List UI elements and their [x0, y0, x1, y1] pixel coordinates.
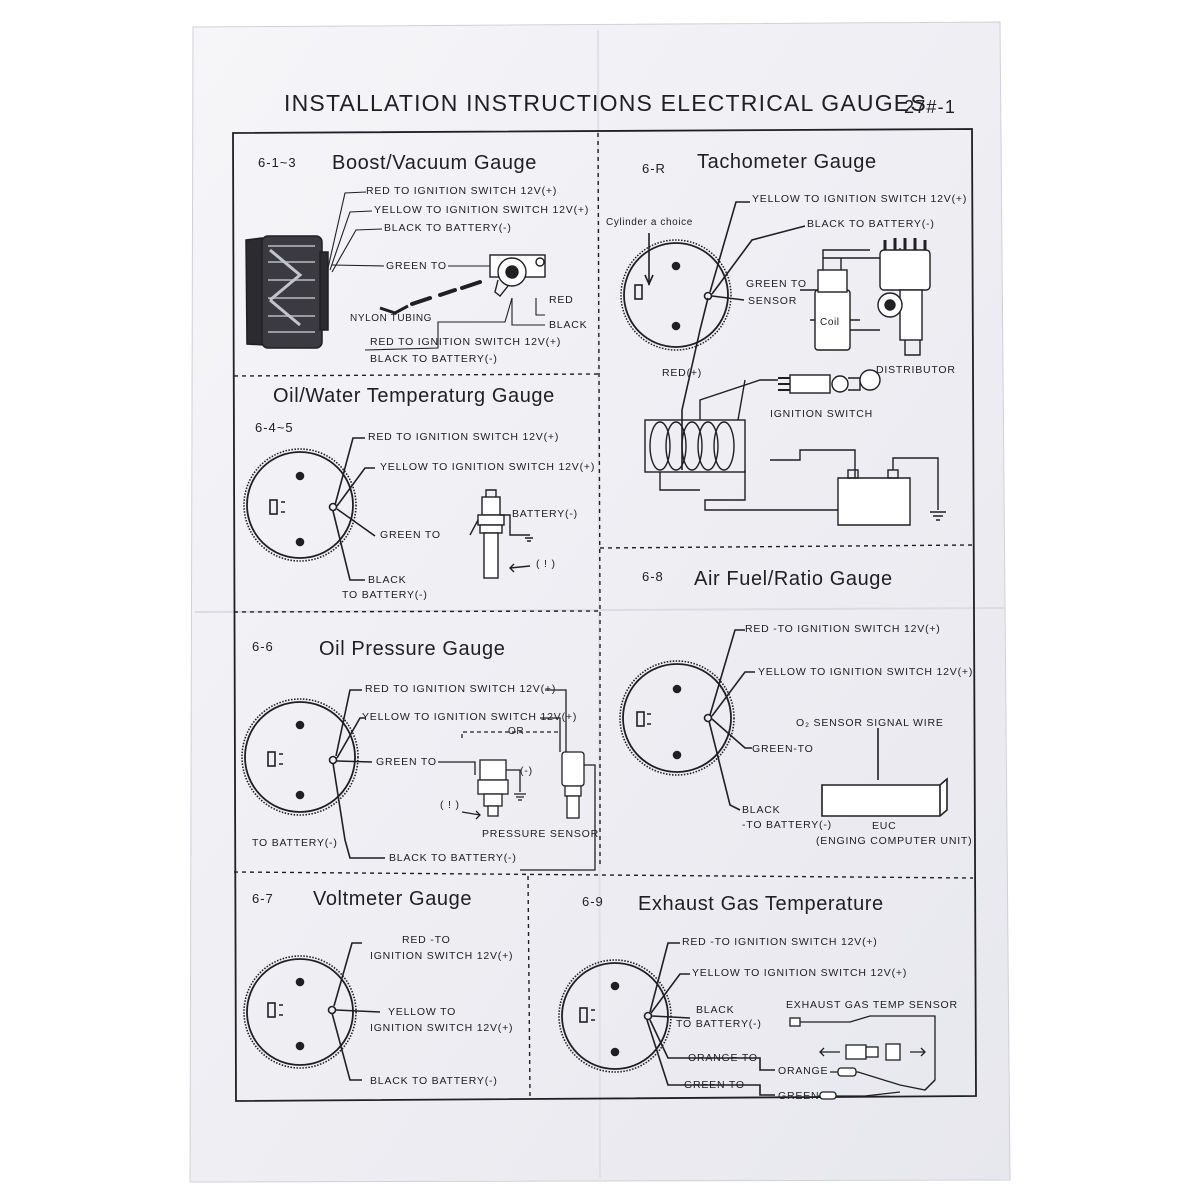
- ground-label: (-): [520, 765, 533, 777]
- wire-label-yellow: YELLOW TO IGNITION SWITCH 12V(+): [752, 193, 968, 205]
- to-battery-label: TO BATTERY(-): [252, 837, 338, 849]
- wire-label-black: BLACK TO BATTERY(-): [807, 218, 935, 230]
- oilwater-gauge-drawing: [243, 437, 376, 581]
- boost-gauge-drawing: [245, 235, 329, 349]
- wire-label-black: BLACK: [368, 574, 407, 586]
- wire-label-black-dest: TO BATTERY(-): [676, 1018, 762, 1030]
- egt-sensor-label: EXHAUST GAS TEMP SENSOR: [786, 999, 958, 1011]
- o2-sensor-label: O₂ SENSOR SIGNAL WIRE: [796, 717, 944, 729]
- section-number: 6-R: [642, 161, 666, 176]
- boost-sensor: [379, 254, 546, 315]
- divider: [527, 875, 531, 1099]
- ignition-switch-label: IGNITION SWITCH: [770, 408, 873, 420]
- wire-label-black: BLACK: [742, 804, 781, 816]
- section-number: 6-6: [252, 639, 274, 654]
- page-title: INSTALLATION INSTRUCTIONS ELECTRICAL GAU…: [284, 90, 927, 116]
- wire-label-red: RED TO IGNITION SWITCH 12V(+): [365, 683, 557, 695]
- wire-label-green: GREEN TO: [684, 1079, 745, 1091]
- section-number: 6-9: [582, 894, 604, 909]
- section-title: Air Fuel/Ratio Gauge: [694, 568, 893, 590]
- boost-wires: [327, 191, 545, 351]
- tacho-coil-distributor: [810, 238, 931, 356]
- wire-label-green: GREEN TO: [380, 529, 441, 541]
- section-title: Boost/Vacuum Gauge: [332, 152, 537, 174]
- divider: [233, 610, 601, 613]
- tacho-ignition-switch: [778, 369, 881, 394]
- sensor-label-black: BLACK TO BATTERY(-): [370, 353, 498, 365]
- wire-label-green: GREEN-TO: [752, 743, 814, 755]
- or-label: OR: [508, 726, 525, 737]
- warning-label: ( ! ): [440, 799, 460, 811]
- cylinder-label: Cylinder a choice: [606, 217, 693, 228]
- wire-label-red: RED -TO IGNITION SWITCH 12V(+): [745, 623, 941, 635]
- wire-label-black: BLACK TO BATTERY(-): [384, 222, 512, 234]
- wire-label-black-dest: TO BATTERY(-): [342, 589, 428, 601]
- wire-label-yellow: YELLOW TO IGNITION SWITCH 12V(+): [374, 204, 590, 216]
- page-code: 27#-1: [904, 97, 957, 117]
- coil-label: Coil: [820, 317, 840, 328]
- wire-label-black-dest: -TO BATTERY(-): [742, 819, 832, 831]
- sensor-wire-green: GREEN: [778, 1090, 820, 1102]
- wire-label-green: GREEN TO: [376, 756, 437, 768]
- frame-border: [232, 128, 977, 1102]
- sensor-wire-black: BLACK: [549, 319, 588, 331]
- divider: [599, 544, 973, 549]
- battery-label: BATTERY(-): [512, 508, 578, 520]
- section-number: 6-8: [642, 569, 664, 584]
- warning-label: ( ! ): [536, 558, 556, 570]
- wire-label-red: RED TO IGNITION SWITCH 12V(+): [366, 185, 558, 197]
- sensor-label-red: RED TO IGNITION SWITCH 12V(+): [370, 336, 562, 348]
- sensor-wire-orange: ORANGE: [778, 1065, 829, 1077]
- wire-label-yellow: YELLOW TO: [388, 1006, 457, 1018]
- wire-label-red: RED -TO IGNITION SWITCH 12V(+): [682, 936, 878, 948]
- section-number: 6-4~5: [255, 420, 294, 435]
- tacho-gauge-drawing: [620, 201, 820, 470]
- section-title: Exhaust Gas Temperature: [638, 893, 884, 915]
- wire-label-yellow-dest: IGNITION SWITCH 12V(+): [370, 1022, 514, 1034]
- sensor-label: SENSOR: [748, 295, 798, 307]
- section-number: 6-1~3: [258, 155, 297, 170]
- wire-label-black: BLACK: [696, 1004, 735, 1016]
- oilpress-sensors: [438, 689, 596, 871]
- egt-gauge-drawing: [558, 942, 775, 1096]
- oilpress-gauge-drawing: [241, 689, 385, 859]
- wire-label-green: GREEN TO: [386, 260, 447, 272]
- wire-label-yellow: YELLOW TO IGNITION SWITCH 12V(+): [692, 967, 908, 979]
- wire-label-black: BLACK TO BATTERY(-): [370, 1075, 498, 1087]
- wire-label-black: BLACK TO BATTERY(-): [389, 852, 517, 864]
- wire-label-red-dest: IGNITION SWITCH 12V(+): [370, 950, 514, 962]
- wire-label-red: RED TO IGNITION SWITCH 12V(+): [368, 431, 560, 443]
- oilwater-sensor: [469, 489, 533, 579]
- section-title: Oil/Water Temperaturg Gauge: [273, 385, 555, 407]
- section-number: 6-7: [252, 891, 274, 906]
- volt-gauge-drawing: [243, 942, 381, 1081]
- afr-gauge-drawing: [619, 629, 948, 817]
- pressure-sensor-label: PRESSURE SENSOR: [482, 828, 600, 840]
- euc-label: EUC: [872, 820, 897, 832]
- nylon-tubing-label: NYLON TUBING: [350, 313, 433, 324]
- sensor-wire-red: RED: [549, 294, 574, 306]
- euc-description: (ENGING COMPUTER UNIT): [816, 835, 973, 847]
- section-title: Oil Pressure Gauge: [319, 638, 506, 660]
- wire-label-yellow: YELLOW TO IGNITION SWITCH 12V(+): [758, 666, 974, 678]
- section-title: Tachometer Gauge: [697, 151, 877, 173]
- section-title: Voltmeter Gauge: [313, 888, 473, 910]
- wire-label-orange: ORANGE TO: [688, 1052, 758, 1064]
- tacho-coil-pack: [644, 379, 946, 526]
- wire-label-red: RED(+): [662, 367, 703, 379]
- divider: [233, 871, 974, 879]
- wire-label-yellow: YELLOW TO IGNITION SWITCH 12V(+): [362, 711, 578, 723]
- wire-label-green: GREEN TO: [746, 278, 807, 290]
- wire-label-yellow: YELLOW TO IGNITION SWITCH 12V(+): [380, 461, 596, 473]
- egt-sensor-parts: [789, 1015, 936, 1100]
- wire-label-red: RED -TO: [402, 934, 451, 946]
- distributor-label: DISTRIBUTOR: [876, 364, 956, 376]
